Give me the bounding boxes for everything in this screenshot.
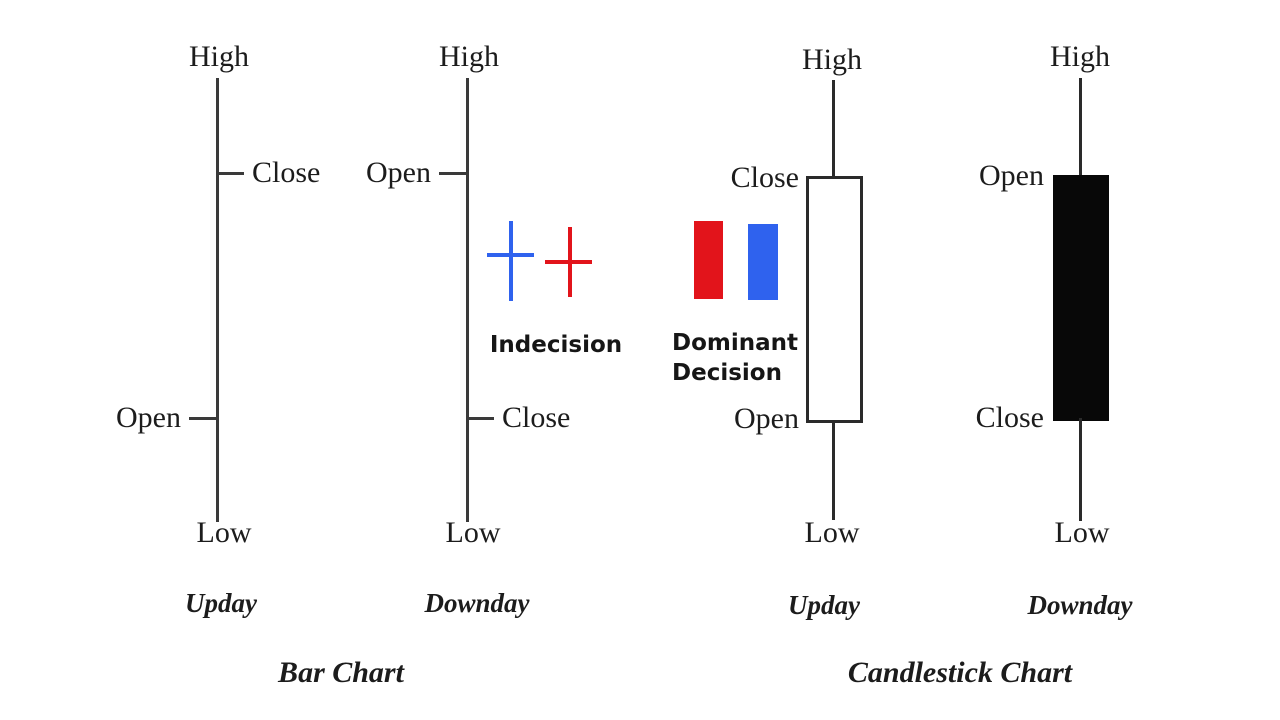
dominant-decision-blue-block (748, 224, 778, 300)
candlestick-chart-title: Candlestick Chart (847, 656, 1073, 689)
downday-candle-open-label: Open (979, 159, 1044, 192)
downday-bar-open-tick (439, 172, 467, 175)
indecision-blue-cross-vertical (509, 221, 513, 301)
indecision-blue-cross-horizontal (487, 253, 534, 257)
downday-bar-day-label: Downday (424, 588, 530, 618)
downday-bar-open-label: Open (366, 156, 431, 189)
downday-candle-day-label: Downday (1027, 590, 1133, 620)
upday-candle-upper-wick (832, 80, 835, 180)
downday-bar-close-tick (466, 417, 494, 420)
downday-bar-close-label: Close (502, 401, 571, 434)
dominant-decision-caption-line1: Dominant (672, 330, 799, 356)
downday-candle-high-label: High (1050, 40, 1110, 73)
downday-bar-range-line (466, 78, 469, 522)
upday-bar-day-label: Upday (185, 588, 257, 618)
upday-candle-high-label: High (802, 43, 862, 76)
downday-candle-low-label: Low (1054, 516, 1110, 549)
upday-candle-low-label: Low (804, 516, 860, 549)
upday-candle-close-label: Close (730, 161, 799, 194)
indecision-caption: Indecision (489, 332, 623, 358)
upday-bar-open-tick (189, 417, 217, 420)
upday-bar-close-label: Close (252, 156, 321, 189)
upday-candle-lower-wick (832, 420, 835, 520)
downday-candle-body (1053, 175, 1109, 421)
upday-bar-range-line (216, 78, 219, 522)
downday-candle-lower-wick (1079, 418, 1082, 521)
upday-bar-open-label: Open (116, 401, 181, 434)
dominant-decision-caption-line2: Decision (672, 360, 782, 386)
downday-bar-high-label: High (439, 40, 499, 73)
bar-chart-title: Bar Chart (278, 656, 404, 689)
downday-candle-close-label: Close (975, 401, 1044, 434)
upday-bar-close-tick (216, 172, 244, 175)
upday-candle-day-label: Upday (788, 590, 860, 620)
upday-candle-body (806, 176, 863, 423)
upday-bar-high-label: High (189, 40, 249, 73)
downday-candle-upper-wick (1079, 78, 1082, 178)
upday-candle-open-label: Open (734, 402, 799, 435)
indecision-red-cross-horizontal (545, 260, 592, 264)
downday-bar-low-label: Low (445, 516, 501, 549)
dominant-decision-red-block (694, 221, 723, 299)
upday-bar-low-label: Low (196, 516, 252, 549)
